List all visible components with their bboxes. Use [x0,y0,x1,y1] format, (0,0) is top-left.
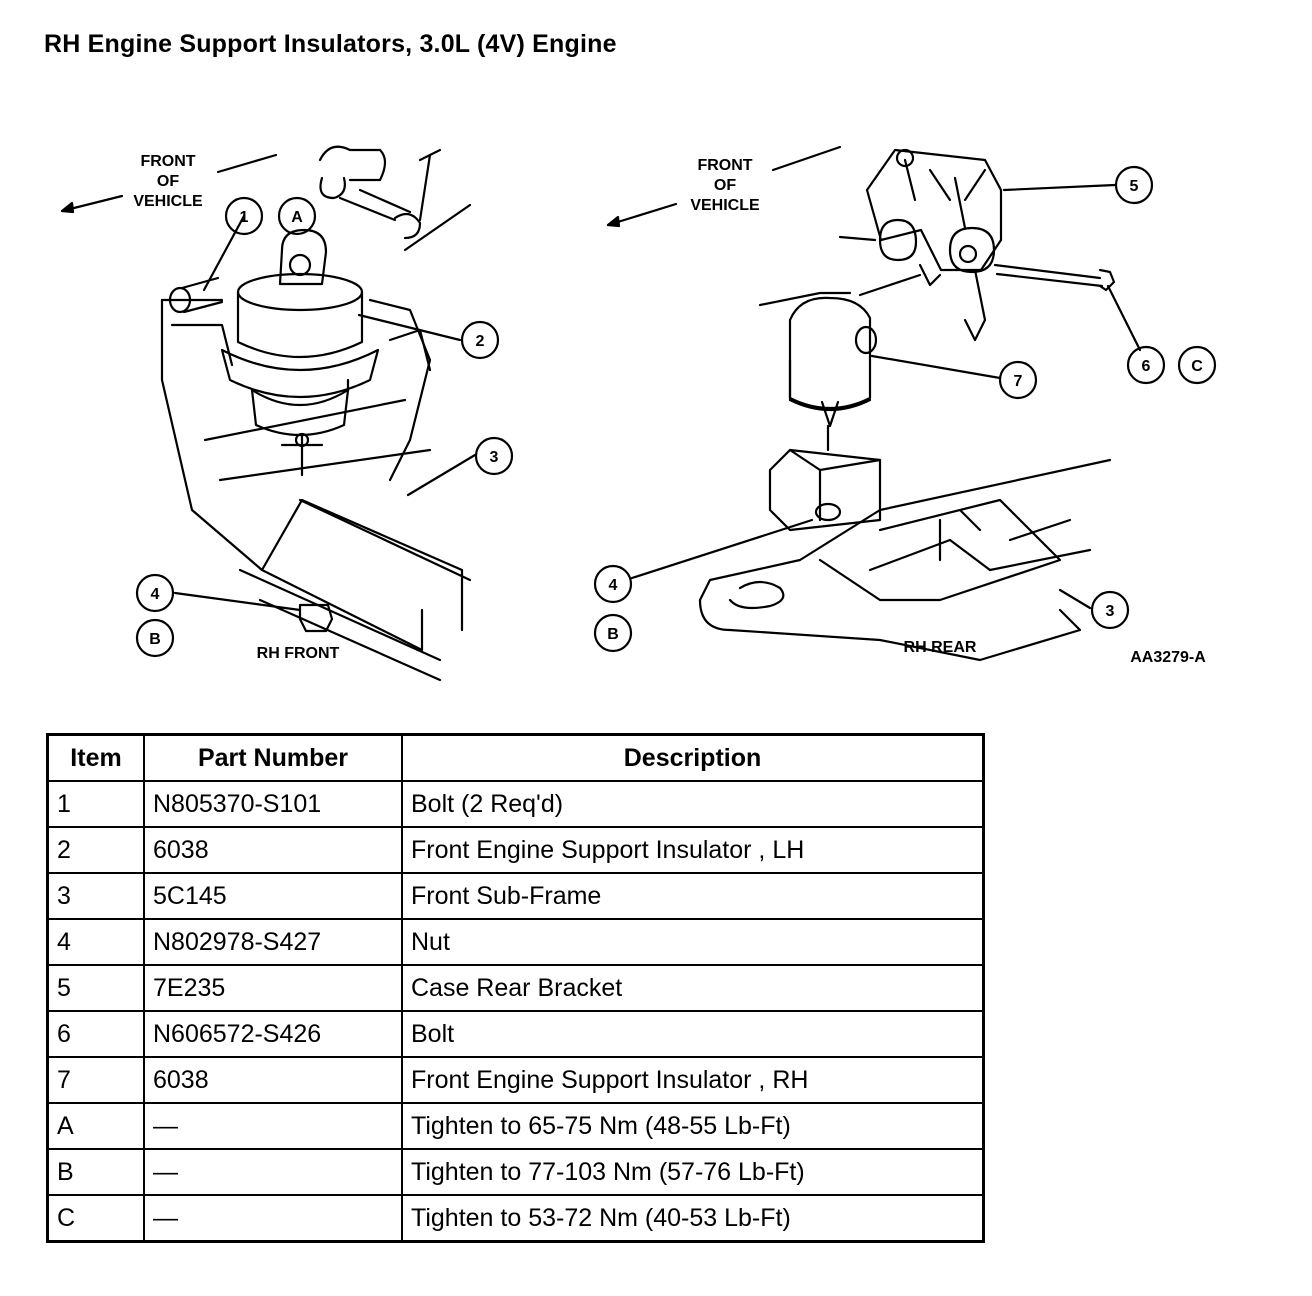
callout-3-right: 3 [1106,603,1115,620]
callout-1: 1 [240,209,249,226]
cell-description: Nut [401,918,985,966]
cell-description: Tighten to 77-103 Nm (57-76 Lb-Ft) [401,1148,985,1196]
left-caption: RH FRONT [257,645,340,662]
cell-description: Front Engine Support Insulator , RH [401,1056,985,1104]
table-row: 5 7E235 Case Rear Bracket [46,964,985,1012]
diagram-svg: FRONT OF VEHICLE RH FRONT FRONT OF VEHIC… [60,145,1217,682]
callout-a: A [291,209,303,226]
parts-table: Item Part Number Description 1 N805370-S… [46,733,985,1243]
callout-b-left: B [149,631,161,648]
cell-item: 2 [46,826,145,874]
callout-4-right: 4 [609,577,618,594]
cell-item: 5 [46,964,145,1012]
cell-item: 1 [46,780,145,828]
callout-4-left: 4 [151,586,160,603]
callout-3-left: 3 [490,449,499,466]
right-direction-line-1: FRONT [697,157,752,174]
header-description: Description [401,733,985,782]
callout-6: 6 [1142,358,1151,375]
right-view-drawing [593,145,1217,662]
left-direction-line-2: OF [157,173,179,190]
callout-b-right: B [607,626,619,643]
table-row: C — Tighten to 53-72 Nm (40-53 Lb-Ft) [46,1194,985,1243]
left-direction-line-3: VEHICLE [133,193,203,210]
right-caption: RH REAR [904,639,977,656]
callout-c: C [1191,358,1203,375]
callout-5: 5 [1130,178,1139,195]
table-row: 2 6038 Front Engine Support Insulator , … [46,826,985,874]
cell-description: Front Sub-Frame [401,872,985,920]
table-row: A — Tighten to 65-75 Nm (48-55 Lb-Ft) [46,1102,985,1150]
cell-description: Tighten to 65-75 Nm (48-55 Lb-Ft) [401,1102,985,1150]
cell-part-number: N802978-S427 [143,918,403,966]
left-direction-line-1: FRONT [140,153,195,170]
cell-item: 6 [46,1010,145,1058]
cell-part-number: 5C145 [143,872,403,920]
callout-7: 7 [1014,373,1023,390]
right-direction-line-3: VEHICLE [690,197,760,214]
cell-part-number: 6038 [143,1056,403,1104]
right-direction-line-2: OF [714,177,736,194]
table-row: 1 N805370-S101 Bolt (2 Req'd) [46,780,985,828]
callout-2: 2 [476,333,485,350]
cell-part-number: 6038 [143,826,403,874]
table-row: B — Tighten to 77-103 Nm (57-76 Lb-Ft) [46,1148,985,1196]
cell-description: Tighten to 53-72 Nm (40-53 Lb-Ft) [401,1194,985,1243]
cell-item: 3 [46,872,145,920]
cell-item: B [46,1148,145,1196]
table-row: 7 6038 Front Engine Support Insulator , … [46,1056,985,1104]
cell-part-number: — [143,1194,403,1243]
cell-description: Case Rear Bracket [401,964,985,1012]
cell-item: A [46,1102,145,1150]
cell-part-number: — [143,1102,403,1150]
cell-description: Bolt (2 Req'd) [401,780,985,828]
page-title: RH Engine Support Insulators, 3.0L (4V) … [44,30,617,58]
cell-part-number: N805370-S101 [143,780,403,828]
table-header-row: Item Part Number Description [46,733,985,782]
cell-item: 7 [46,1056,145,1104]
cell-item: 4 [46,918,145,966]
table-row: 6 N606572-S426 Bolt [46,1010,985,1058]
table-row: 4 N802978-S427 Nut [46,918,985,966]
header-item: Item [46,733,145,782]
exploded-diagram: FRONT OF VEHICLE RH FRONT FRONT OF VEHIC… [0,100,1312,700]
cell-description: Bolt [401,1010,985,1058]
cell-part-number: — [143,1148,403,1196]
cell-part-number: N606572-S426 [143,1010,403,1058]
table-row: 3 5C145 Front Sub-Frame [46,872,985,920]
cell-part-number: 7E235 [143,964,403,1012]
cell-item: C [46,1194,145,1243]
header-part-number: Part Number [143,733,403,782]
left-view-drawing [60,145,514,682]
figure-code: AA3279-A [1130,649,1206,666]
cell-description: Front Engine Support Insulator , LH [401,826,985,874]
